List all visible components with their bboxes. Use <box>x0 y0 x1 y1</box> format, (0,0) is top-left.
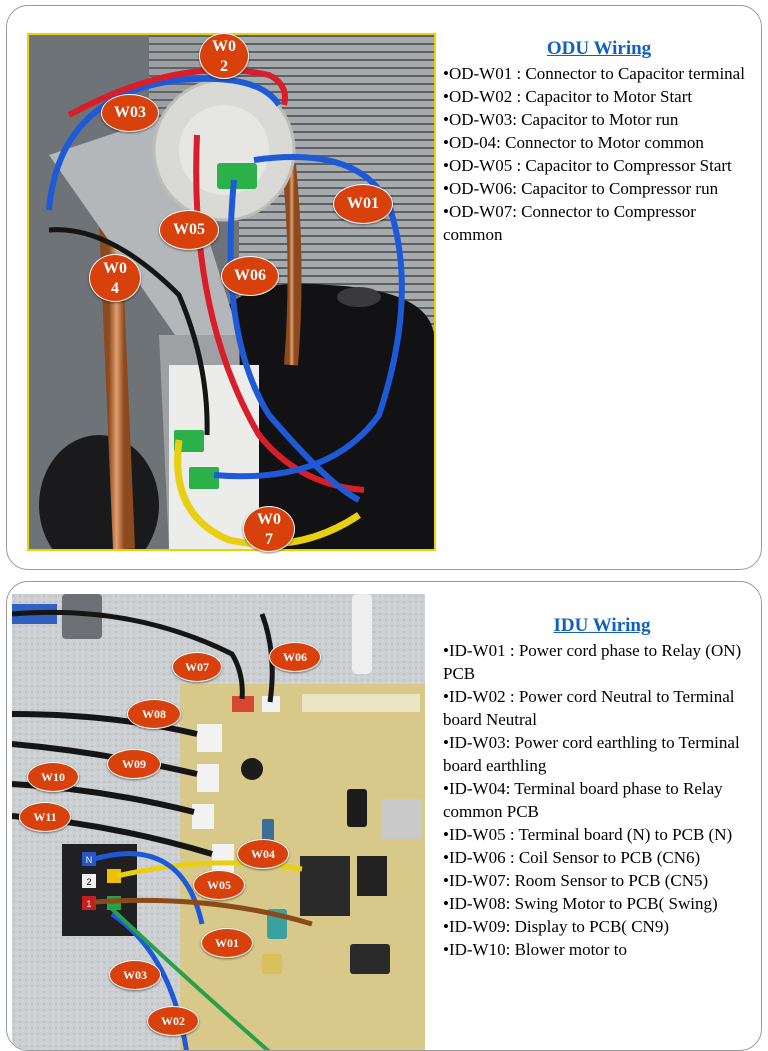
terminal-mark-1: 1 <box>86 899 91 909</box>
idu-badge-w09: W09 <box>107 749 161 779</box>
odu-badge-w05: W05 <box>159 210 219 250</box>
odu-badge-w07-line2: 7 <box>265 531 273 548</box>
idu-item-w02: •ID-W02 : Power cord Neutral to Terminal… <box>443 687 735 729</box>
odu-item-w01: •OD-W01 : Connector to Capacitor termina… <box>443 64 745 83</box>
odu-item-w02: •OD-W02 : Capacitor to Motor Start <box>443 87 693 106</box>
odu-item-w07: •OD-W07: Connector to Compressor common <box>443 202 696 244</box>
idu-wiring-list: •ID-W01 : Power cord phase to Relay (ON)… <box>443 639 761 961</box>
odu-badge-w04-line1: W0 <box>103 260 127 277</box>
idu-badge-w09-text: W09 <box>122 757 146 771</box>
idu-item-w01: •ID-W01 : Power cord phase to Relay (ON)… <box>443 641 742 683</box>
odu-badge-w07: W0 7 <box>243 506 295 552</box>
terminal-mark-2: 2 <box>86 877 91 887</box>
blue-wire-w01 <box>213 154 405 480</box>
idu-badge-w05: W05 <box>193 870 245 900</box>
idu-item-w07: •ID-W07: Room Sensor to PCB (CN5) <box>443 871 709 890</box>
idu-badge-w08: W08 <box>127 699 181 729</box>
idu-badge-w02-text: W02 <box>161 1014 185 1028</box>
black-wire-w07 <box>12 609 245 700</box>
idu-badge-w06-text: W06 <box>283 650 307 664</box>
idu-slide-panel: N 2 1 W07 W06 W08 W09 W10 W11 <box>6 581 762 1051</box>
black-wire-w08 <box>12 711 198 737</box>
idu-badge-w11: W11 <box>19 802 71 832</box>
odu-badge-w04-line2: 4 <box>111 280 119 297</box>
odu-badge-w06: W06 <box>221 256 279 296</box>
idu-item-w09: •ID-W09: Display to PCB( CN9) <box>443 917 669 936</box>
black-wire-w04 <box>48 227 210 436</box>
idu-badge-w10: W10 <box>27 762 79 792</box>
idu-badge-w07-text: W07 <box>185 660 209 674</box>
odu-badge-w03: W03 <box>101 94 159 132</box>
idu-item-w05: •ID-W05 : Terminal board (N) to PCB (N) <box>443 825 733 844</box>
odu-badge-w02-line1: W0 <box>212 38 236 55</box>
black-wire-w09 <box>12 741 198 777</box>
idu-badge-w06: W06 <box>269 642 321 672</box>
odu-item-w06: •OD-W06: Capacitor to Compressor run <box>443 179 719 198</box>
odu-item-w04: •OD-04: Connector to Motor common <box>443 133 704 152</box>
pcb-relay <box>300 856 350 916</box>
idu-text-column: IDU Wiring •ID-W01 : Power cord phase to… <box>443 614 761 961</box>
idu-badge-w02: W02 <box>147 1006 199 1036</box>
idu-badge-w03: W03 <box>109 960 161 990</box>
yellow-wire-w07 <box>174 439 361 548</box>
green-connector <box>217 163 257 189</box>
odu-badge-w01-text: W01 <box>347 195 379 212</box>
odu-text-column: ODU Wiring •OD-W01 : Connector to Capaci… <box>443 37 755 246</box>
idu-item-w04: •ID-W04: Terminal board phase to Relay c… <box>443 779 723 821</box>
odu-wiring-list: •OD-W01 : Connector to Capacitor termina… <box>443 62 755 246</box>
odu-photo-illustration <box>29 35 434 549</box>
idu-badge-w07: W07 <box>172 652 222 682</box>
idu-badge-w08-text: W08 <box>142 707 166 721</box>
odu-item-w03: •OD-W03: Capacitor to Motor run <box>443 110 679 129</box>
yellow-wire-w04 <box>116 860 303 879</box>
idu-badge-w10-text: W10 <box>41 770 65 784</box>
odu-item-w05: •OD-W05 : Capacitor to Compressor Start <box>443 156 732 175</box>
odu-badge-w01: W01 <box>333 184 393 224</box>
idu-item-w08: •ID-W08: Swing Motor to PCB( Swing) <box>443 894 718 913</box>
odu-slide-panel: W0 2 W03 W01 W05 W0 4 W06 W0 7 ODU Wirin… <box>6 5 762 570</box>
idu-item-w10: •ID-W10: Blower motor to <box>443 940 627 959</box>
odu-badge-w06-text: W06 <box>234 267 266 284</box>
idu-badge-w01: W01 <box>201 928 253 958</box>
odu-badge-w02: W0 2 <box>199 33 249 79</box>
odu-badge-w05-text: W05 <box>173 221 205 238</box>
idu-badge-w04-text: W04 <box>251 847 275 861</box>
idu-item-w06: •ID-W06 : Coil Sensor to PCB (CN6) <box>443 848 701 867</box>
blue-wire-w03 <box>46 75 282 211</box>
idu-badge-w04: W04 <box>237 839 289 869</box>
idu-badge-w01-text: W01 <box>215 936 239 950</box>
idu-item-w03: •ID-W03: Power cord earthling to Termina… <box>443 733 740 775</box>
idu-badge-w03-text: W03 <box>123 968 147 982</box>
connector-block <box>169 365 259 549</box>
terminal-mark-n: N <box>86 855 93 865</box>
odu-badge-w03-text: W03 <box>114 104 146 121</box>
odu-badge-w04: W0 4 <box>89 254 141 302</box>
idu-heading: IDU Wiring <box>553 615 651 636</box>
odu-badge-w07-line1: W0 <box>257 511 281 528</box>
odu-wiring-photo <box>27 33 436 551</box>
metal-bracket <box>49 115 239 355</box>
idu-badge-w11-text: W11 <box>33 810 57 824</box>
idu-badge-w05-text: W05 <box>207 878 231 892</box>
brown-wire-w01 <box>93 897 313 927</box>
odu-badge-w02-line2: 2 <box>220 58 228 75</box>
odu-heading: ODU Wiring <box>546 38 652 59</box>
